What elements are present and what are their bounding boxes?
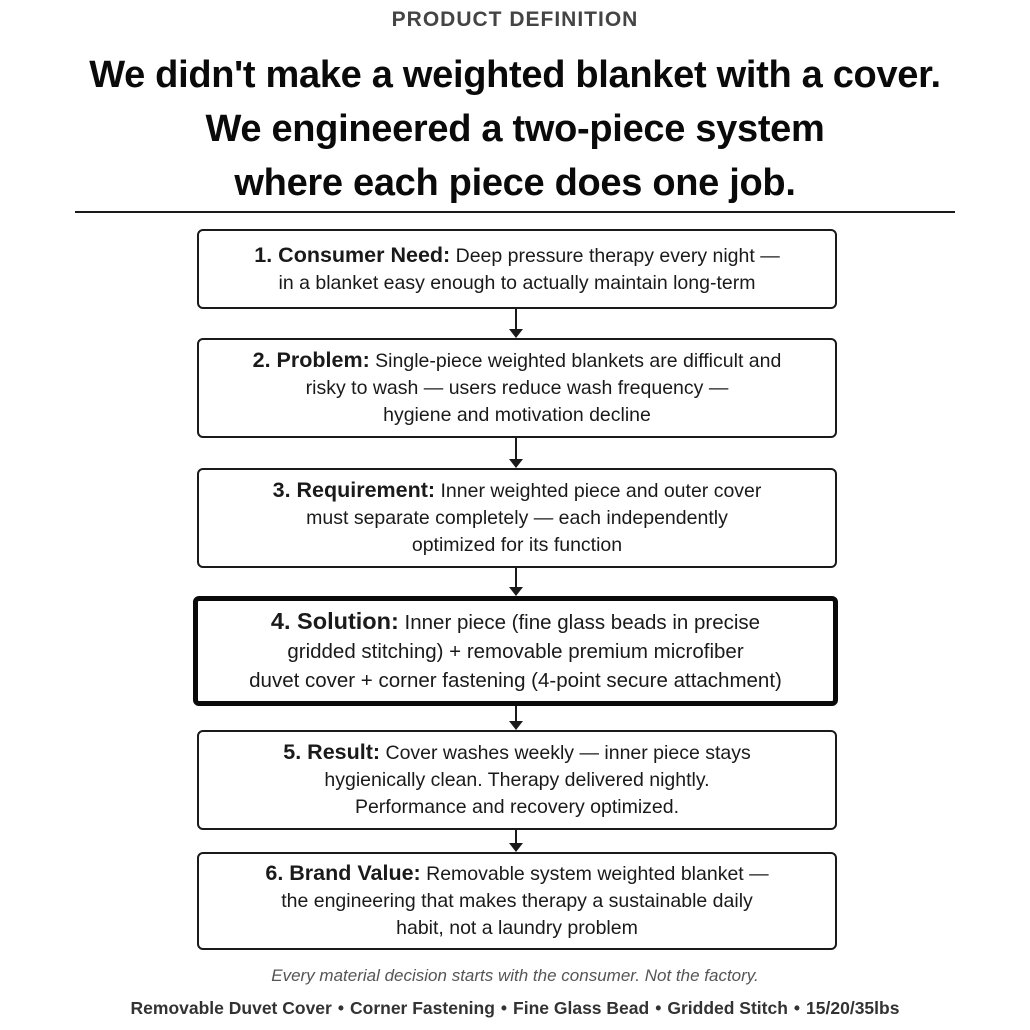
step-line-3: Performance and recovery optimized. xyxy=(354,796,680,818)
feature-item: Corner Fastening xyxy=(350,998,495,1018)
step-label: 6. Brand Value: xyxy=(265,861,421,885)
headline-line-2: We engineered a two-piece system xyxy=(205,108,825,150)
feature-item: Gridded Stitch xyxy=(667,998,788,1018)
step-solution: 4. Solution: Inner piece (fine glass bea… xyxy=(193,596,838,706)
step-problem: 2. Problem: Single-piece weighted blanke… xyxy=(197,338,837,438)
flow-arrow xyxy=(509,830,523,852)
flow-arrow xyxy=(509,706,523,730)
step-line-1: 6. Brand Value: Removable system weighte… xyxy=(265,860,768,888)
step-label: 3. Requirement: xyxy=(272,478,436,502)
step-line-3: habit, not a laundry problem xyxy=(396,917,638,939)
step-line-3: hygiene and motivation decline xyxy=(383,404,651,426)
step-line-1: 1. Consumer Need: Deep pressure therapy … xyxy=(254,242,779,270)
headline: We didn't make a weighted blanket with a… xyxy=(20,48,1010,210)
step-text: Removable system weighted blanket — xyxy=(420,863,769,885)
step-line-1: 2. Problem: Single-piece weighted blanke… xyxy=(253,347,782,375)
step-label: 2. Problem: xyxy=(252,348,370,372)
separator-dot: • xyxy=(655,998,662,1018)
step-text: Single-piece weighted blankets are diffi… xyxy=(369,350,782,372)
step-label: 5. Result: xyxy=(283,740,381,764)
step-text: Inner weighted piece and outer cover xyxy=(435,480,762,502)
flow-arrow xyxy=(509,438,523,468)
step-text: Inner piece (fine glass beads in precise xyxy=(398,611,761,634)
separator-dot: • xyxy=(500,998,508,1018)
flow-arrow xyxy=(509,568,523,596)
step-line-2: the engineering that makes therapy a sus… xyxy=(281,890,753,912)
step-line-1: 3. Requirement: Inner weighted piece and… xyxy=(273,477,762,505)
step-result: 5. Result: Cover washes weekly — inner p… xyxy=(197,730,837,830)
separator-dot: • xyxy=(793,998,801,1018)
headline-line-3: where each piece does one job. xyxy=(234,162,796,204)
feature-list: Removable Duvet Cover•Corner Fastening•F… xyxy=(0,998,1030,1019)
separator-dot: • xyxy=(337,998,344,1018)
step-requirement: 3. Requirement: Inner weighted piece and… xyxy=(197,468,837,568)
headline-line-1: We didn't make a weighted blanket with a… xyxy=(89,54,941,96)
step-label: 4. Solution: xyxy=(270,608,399,634)
flow-arrow xyxy=(509,309,523,338)
step-line-2: gridded stitching) + removable premium m… xyxy=(287,640,744,663)
feature-item: Removable Duvet Cover xyxy=(130,998,332,1018)
step-line-2: in a blanket easy enough to actually mai… xyxy=(278,271,756,294)
feature-item: 15/20/35lbs xyxy=(806,998,900,1018)
divider xyxy=(75,211,955,213)
step-line-2: risky to wash — users reduce wash freque… xyxy=(305,377,729,399)
feature-item: Fine Glass Bead xyxy=(513,998,650,1018)
eyebrow-label: PRODUCT DEFINITION xyxy=(391,8,639,31)
step-line-2: hygienically clean. Therapy delivered ni… xyxy=(324,769,710,791)
step-line-3: duvet cover + corner fastening (4-point … xyxy=(249,669,782,692)
step-line-2: must separate completely — each independ… xyxy=(306,507,728,529)
step-text: Cover washes weekly — inner piece stays xyxy=(380,742,751,764)
step-line-1: 4. Solution: Inner piece (fine glass bea… xyxy=(271,607,760,637)
step-label: 1. Consumer Need: xyxy=(254,242,451,267)
step-brand-value: 6. Brand Value: Removable system weighte… xyxy=(197,852,837,950)
step-line-1: 5. Result: Cover washes weekly — inner p… xyxy=(283,739,750,767)
step-line-3: optimized for its function xyxy=(411,534,623,556)
step-consumer-need: 1. Consumer Need: Deep pressure therapy … xyxy=(197,229,837,309)
step-text: Deep pressure therapy every night — xyxy=(450,244,780,267)
tagline: Every material decision starts with the … xyxy=(271,966,759,985)
